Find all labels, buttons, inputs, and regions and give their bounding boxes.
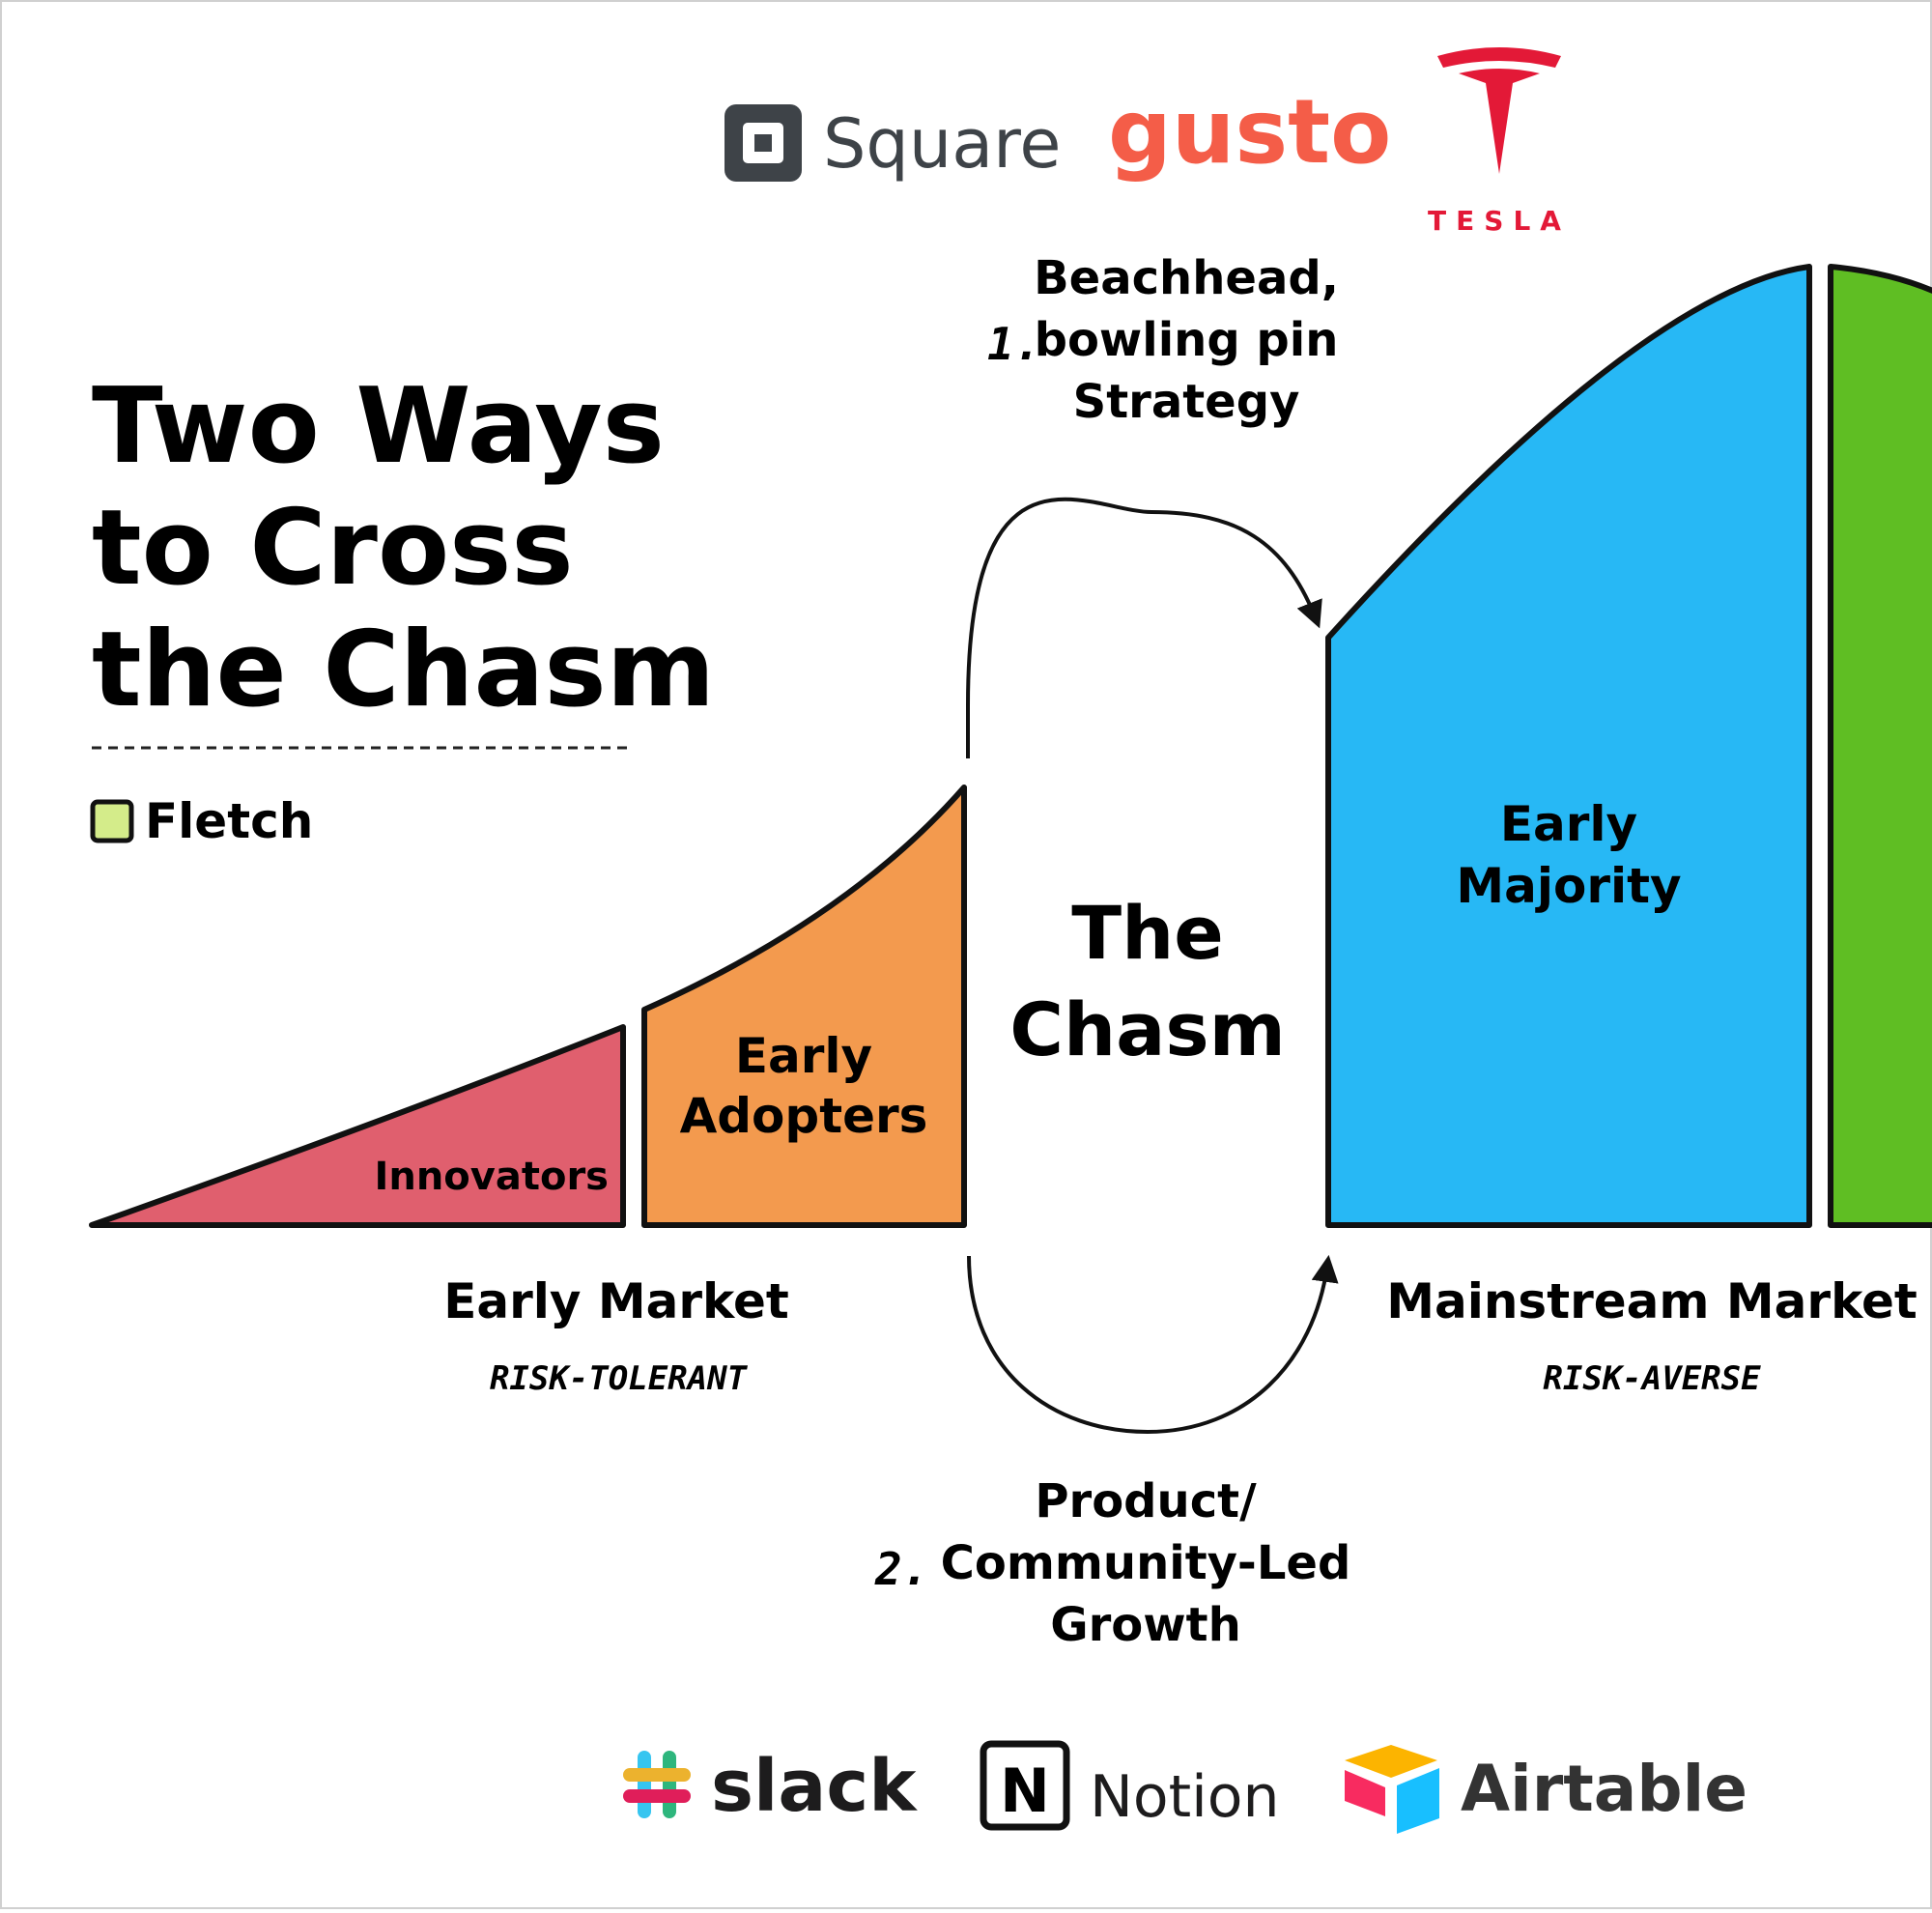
strategy-2-line-1: Product/ bbox=[1035, 1474, 1257, 1528]
strategy-2-line-3: Growth bbox=[1050, 1598, 1241, 1652]
strategy-1-line-2: bowling pin bbox=[1035, 313, 1339, 367]
chasm-label-2: Chasm bbox=[1009, 986, 1286, 1072]
mainstream-market-label: Mainstream Market bbox=[1386, 1273, 1918, 1329]
fletch-brand-text: Fletch bbox=[145, 793, 313, 849]
early-majority-label-2: Majority bbox=[1456, 858, 1681, 914]
early-majority-label-1: Early bbox=[1500, 796, 1637, 852]
slack-logo: slack bbox=[623, 1745, 918, 1828]
segment-early-majority bbox=[1325, 264, 1812, 1228]
notion-logo-text: Notion bbox=[1090, 1763, 1280, 1831]
strategy-1-line-1: Beachhead, bbox=[1034, 251, 1339, 305]
early-market-label: Early Market bbox=[443, 1273, 789, 1329]
tesla-t-icon-bar bbox=[1437, 47, 1561, 68]
innovators-label: Innovators bbox=[374, 1155, 609, 1199]
title-line-1: Two Ways bbox=[92, 366, 665, 487]
strategy-2-line-2: Community-Led bbox=[941, 1536, 1351, 1590]
tesla-logo-text: TESLA bbox=[1428, 205, 1571, 237]
tesla-t-icon bbox=[1459, 69, 1540, 174]
strategy-1-line-3: Strategy bbox=[1073, 375, 1300, 429]
gusto-logo-text: gusto bbox=[1108, 80, 1391, 184]
slack-hash-icon bbox=[623, 1751, 691, 1818]
title-line-2: to Cross bbox=[92, 488, 574, 609]
segment-early-adopters bbox=[641, 785, 967, 1228]
early-adopters-label-1: Early bbox=[735, 1028, 872, 1084]
risk-averse-note: RISK-AVERSE bbox=[1543, 1359, 1761, 1398]
plg-arrow bbox=[967, 1254, 1339, 1435]
strategy-1-number: 1. bbox=[987, 318, 1040, 370]
tesla-logo: TESLA bbox=[1428, 47, 1571, 237]
beachhead-arrow bbox=[966, 497, 1322, 758]
notion-logo: N Notion bbox=[980, 1740, 1280, 1831]
early-adopters-label-2: Adopters bbox=[680, 1088, 928, 1144]
airtable-logo: Airtable bbox=[1345, 1745, 1747, 1834]
svg-text:N: N bbox=[1000, 1756, 1050, 1826]
slack-logo-text: slack bbox=[711, 1745, 918, 1828]
segment-innovators bbox=[89, 1024, 626, 1228]
segment-late-majority bbox=[1828, 264, 1932, 1228]
airtable-logo-text: Airtable bbox=[1461, 1752, 1747, 1826]
square-logo: Square bbox=[724, 104, 1061, 184]
square-logo-text: Square bbox=[823, 104, 1061, 184]
notion-n-icon bbox=[980, 1740, 1070, 1831]
airtable-box-icon bbox=[1345, 1745, 1439, 1834]
risk-tolerant-note: RISK-TOLERANT bbox=[490, 1359, 749, 1398]
page-title: Two Ways to Cross the Chasm bbox=[92, 366, 715, 730]
strategy-2-number: 2. bbox=[874, 1543, 928, 1595]
fletch-logo-icon bbox=[90, 799, 134, 843]
title-line-3: the Chasm bbox=[92, 610, 715, 730]
chasm-label-1: The bbox=[1071, 890, 1224, 976]
